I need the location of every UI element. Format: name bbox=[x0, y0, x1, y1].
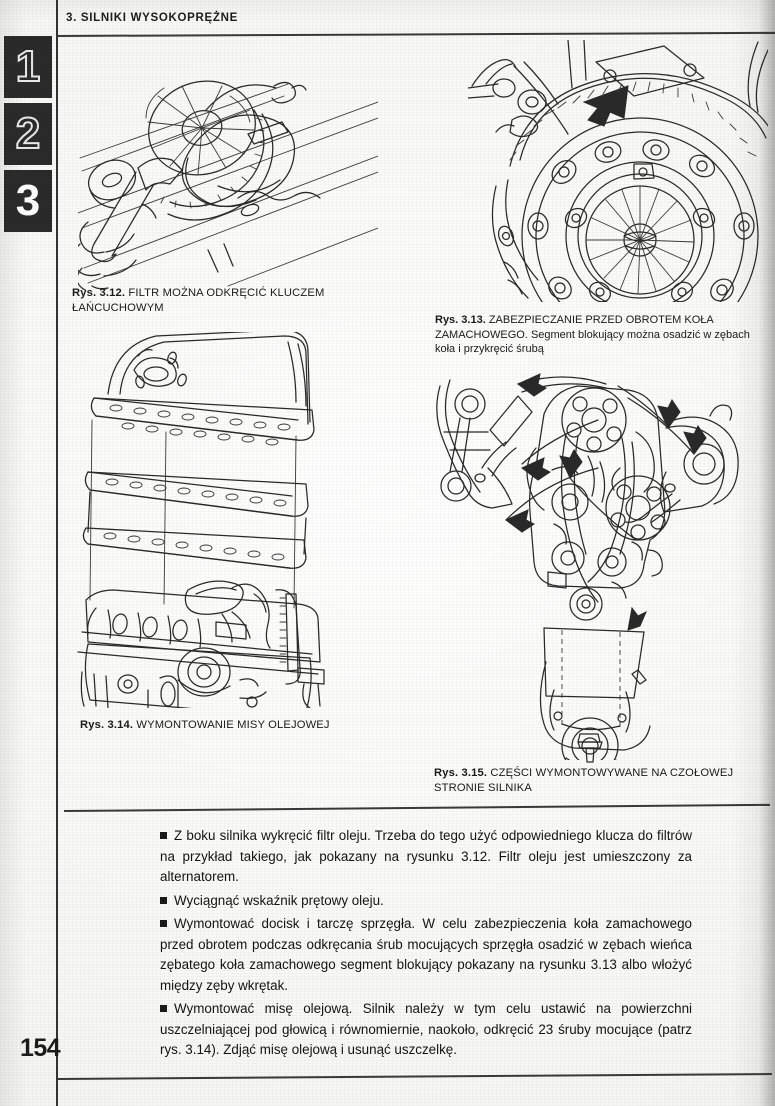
body-paragraph-3-text: Wymontować docisk i tarczę sprzęgła. W c… bbox=[160, 916, 692, 993]
body-paragraph-3: Wymontować docisk i tarczę sprzęgła. W c… bbox=[160, 914, 692, 996]
body-paragraph-2-text: Wyciągnąć wskaźnik prętowy oleju. bbox=[174, 892, 384, 908]
page-header-title: 3. SILNIKI WYSOKOPRĘŻNE bbox=[66, 12, 239, 24]
body-paragraph-4-text: Wymontować misę olejową. Silnik należy w… bbox=[160, 1001, 692, 1057]
left-margin-rule bbox=[56, 0, 58, 1106]
figure-3-12-caption-text: FILTR MOŻNA ODKRĘCIĆ KLUCZEM ŁAŃCUCHOWYM bbox=[72, 287, 325, 314]
figure-3-14-caption: Rys. 3.14. WYMONTOWANIE MISY OLEJOWEJ bbox=[80, 718, 420, 733]
figure-3-15-illustration bbox=[422, 372, 762, 760]
figure-3-12-illustration bbox=[78, 38, 378, 290]
page-number: 154 bbox=[20, 1034, 61, 1062]
figure-3-13-illustration bbox=[468, 40, 768, 302]
chapter-tab-2[interactable]: 2 bbox=[4, 103, 52, 165]
footer-rule bbox=[57, 1073, 772, 1080]
body-paragraph-2: Wyciągnąć wskaźnik prętowy oleju. bbox=[160, 891, 692, 912]
figure-3-15-caption-text: CZĘŚCI WYMONTOWYWANE NA CZOŁOWEJ STRONIE… bbox=[434, 767, 734, 794]
figure-3-14-caption-text: WYMONTOWANIE MISY OLEJOWEJ bbox=[136, 719, 330, 731]
bullet-square-icon bbox=[160, 832, 167, 839]
figure-3-15-label: Rys. 3.15. bbox=[434, 767, 488, 779]
figure-3-13-caption-upper: ZABEZPIECZANIE PRZED OBROTEM KOŁA ZAMACH… bbox=[435, 314, 714, 341]
figure-3-13-label: Rys. 3.13. bbox=[435, 314, 486, 326]
figure-3-14-label: Rys. 3.14. bbox=[80, 719, 134, 731]
figure-3-13-caption: Rys. 3.13. ZABEZPIECZANIE PRZED OBROTEM … bbox=[435, 313, 765, 357]
body-text-block: Z boku silnika wykręcić filtr oleju. Trz… bbox=[160, 826, 692, 1064]
figure-3-12-caption: Rys. 3.12. FILTR MOŻNA ODKRĘCIĆ KLUCZEM … bbox=[72, 286, 392, 316]
figure-3-14-illustration bbox=[72, 332, 394, 708]
body-separator-rule bbox=[63, 803, 770, 812]
chapter-tab-3[interactable]: 3 bbox=[4, 170, 52, 232]
figure-3-15-bolt-detail bbox=[570, 730, 610, 764]
figure-3-15-caption: Rys. 3.15. CZĘŚCI WYMONTOWYWANE NA CZOŁO… bbox=[434, 766, 769, 796]
body-paragraph-1-text: Z boku silnika wykręcić filtr oleju. Trz… bbox=[160, 828, 692, 884]
bullet-square-icon bbox=[160, 920, 167, 927]
bullet-square-icon bbox=[160, 1005, 167, 1012]
body-paragraph-1: Z boku silnika wykręcić filtr oleju. Trz… bbox=[160, 826, 692, 888]
figure-3-13-caption-rest: Segment blokujący można osadzić w zębach… bbox=[435, 328, 750, 356]
figure-3-12-label: Rys. 3.12. bbox=[72, 287, 126, 299]
body-paragraph-4: Wymontować misę olejową. Silnik należy w… bbox=[160, 999, 692, 1061]
bullet-square-icon bbox=[160, 896, 167, 904]
header-rule bbox=[55, 31, 775, 37]
chapter-tab-strip: 1 2 3 bbox=[4, 36, 52, 237]
chapter-tab-1[interactable]: 1 bbox=[4, 36, 52, 98]
